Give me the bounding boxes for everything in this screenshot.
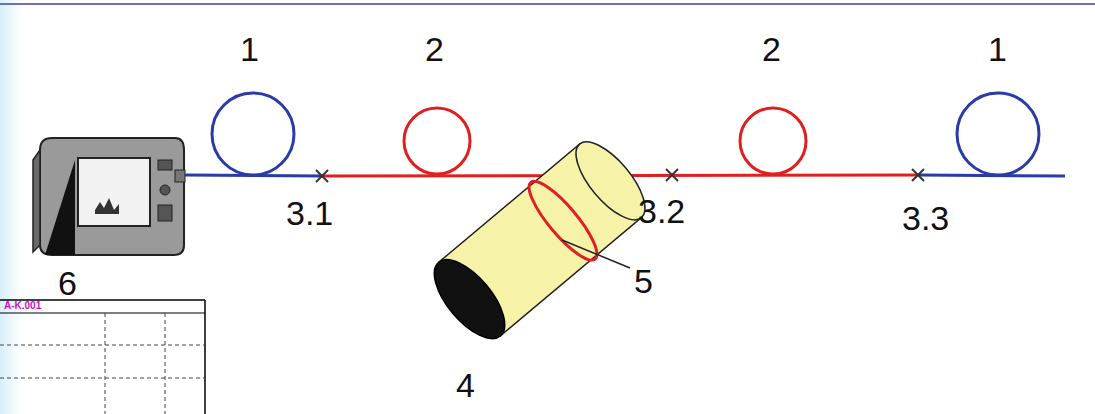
title-table xyxy=(0,300,205,414)
callout-number: 3.3 xyxy=(902,201,949,235)
table-header: A-K.001 xyxy=(4,301,41,311)
callout-number: 1 xyxy=(240,32,259,66)
fibre-coil xyxy=(404,108,470,174)
callout-number: 2 xyxy=(762,32,781,66)
fibre-coil xyxy=(740,108,806,174)
callout-number: 3.1 xyxy=(286,196,333,230)
leader-line xyxy=(562,240,630,268)
fibre-coil xyxy=(957,93,1039,175)
side-band xyxy=(0,0,22,414)
callout-number: 4 xyxy=(456,368,475,402)
top-border xyxy=(0,3,1095,5)
callout-number: 3.2 xyxy=(638,194,685,228)
callout-number: 5 xyxy=(634,264,653,298)
measuring-instrument xyxy=(33,138,185,255)
fibre-coil xyxy=(212,93,294,175)
mandrel xyxy=(421,130,658,352)
callout-number: 1 xyxy=(988,32,1007,66)
fibre-loop xyxy=(520,173,606,268)
callout-number: 2 xyxy=(425,32,444,66)
callout-number: 6 xyxy=(58,266,77,300)
